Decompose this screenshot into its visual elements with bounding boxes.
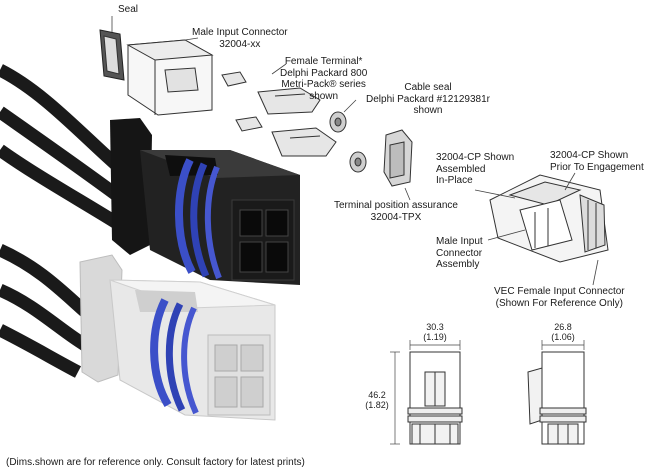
- female-terminal-1a: [221, 71, 247, 87]
- female-terminal-line-1: Female Terminal*: [284, 56, 363, 67]
- white-blue-seal-1: [150, 298, 172, 408]
- black-blue-seal-2: [190, 162, 210, 278]
- cp-prior-label: 32004-CP Shown Prior To Engagement: [550, 150, 644, 173]
- black-cavity-1: [239, 209, 263, 237]
- height-in: (1.82): [365, 400, 389, 410]
- footer-note: (Dims.shown are for reference only. Cons…: [6, 457, 305, 468]
- male-input-assembly-line-2: Connector: [436, 247, 483, 259]
- exploded-view: [99, 29, 413, 187]
- female-terminal-line-4: shown: [309, 90, 339, 102]
- tpa-label: Terminal position assurance 32004-TPX: [334, 200, 458, 223]
- cp-assembled-label: 32004-CP Shown Assembled In-Place: [436, 152, 514, 187]
- seal-label-text: Seal: [118, 4, 139, 15]
- male-input-connector-line-1: Male Input Connector: [192, 27, 288, 38]
- cp-assembled-line-2: Assembled: [436, 163, 486, 175]
- side-view-drawing: [527, 351, 587, 445]
- male-input-assembly-label: Male Input Connector Assembly: [436, 236, 483, 271]
- female-terminal-2b: [271, 127, 337, 157]
- female-terminal-line-2: Delphi Packard 800: [280, 67, 368, 79]
- white-blue-seal-2: [165, 302, 186, 412]
- black-blue-seal-3: [204, 165, 222, 280]
- female-terminal-line-3: Metri-Pack® series: [281, 79, 366, 90]
- white-connector-photo: [0, 244, 276, 421]
- black-cable-3: [0, 144, 124, 231]
- black-cavity-3: [239, 241, 263, 273]
- cable-seal-label: Cable seal Delphi Packard #12129381r sho…: [366, 82, 490, 117]
- black-connector-photo: [0, 64, 300, 285]
- tpa-line-2: 32004-TPX: [370, 211, 422, 223]
- height-dimension: 46.2 (1.82): [362, 390, 392, 410]
- male-input-connector-line-2: 32004-xx: [219, 38, 261, 50]
- cp-prior-line-1: 32004-CP Shown: [550, 150, 629, 161]
- leader-lines-cp: [474, 172, 599, 286]
- white-blue-seal-3: [181, 306, 199, 415]
- height-mm: 46.2: [368, 390, 386, 400]
- cp-assembled-line-1: 32004-CP Shown: [436, 152, 515, 163]
- front-width-dimension: 30.3 (1.19): [420, 322, 450, 342]
- white-cable-3: [0, 324, 82, 378]
- cp-assembly-drawing: [489, 174, 609, 263]
- male-input-connector-label: Male Input Connector 32004-xx: [192, 27, 288, 50]
- leader-lines-exploded: [111, 16, 411, 201]
- front-width-mm: 30.3: [426, 322, 444, 332]
- white-cavity-1: [214, 344, 238, 372]
- male-input-assembly-line-1: Male Input: [436, 236, 483, 247]
- front-width-in: (1.19): [423, 332, 447, 342]
- white-cavity-2: [240, 344, 264, 372]
- white-cable-2: [0, 284, 89, 351]
- black-cavity-2: [265, 209, 289, 237]
- cable-seal-line-3: shown: [413, 105, 443, 116]
- white-cavity-4: [240, 376, 264, 408]
- cp-assembled-line-3: In-Place: [436, 175, 473, 186]
- vec-female-line-1: VEC Female Input Connector: [494, 286, 625, 297]
- side-width-in: (1.06): [551, 332, 575, 342]
- black-cavity-4: [265, 241, 289, 273]
- male-input-assembly-line-3: Assembly: [436, 259, 480, 270]
- cable-seal-line-2: Delphi Packard #12129381r: [366, 93, 490, 105]
- front-view-drawing: [407, 351, 463, 445]
- side-width-dimension: 26.8 (1.06): [548, 322, 578, 342]
- vec-female-label: VEC Female Input Connector (Shown For Re…: [494, 286, 625, 309]
- female-terminal-2a: [235, 116, 263, 132]
- cable-seal-line-1: Cable seal: [404, 82, 452, 93]
- tpa-line-1: Terminal position assurance: [334, 200, 458, 211]
- white-cavity-3: [214, 376, 238, 408]
- side-width-mm: 26.8: [554, 322, 572, 332]
- female-terminal-label: Female Terminal* Delphi Packard 800 Metr…: [280, 56, 367, 102]
- black-blue-seal-1: [175, 158, 196, 274]
- cp-prior-line-2: Prior To Engagement: [550, 161, 644, 173]
- dimension-lines: [390, 340, 585, 445]
- seal-label: Seal: [118, 4, 138, 16]
- vec-female-line-2: (Shown For Reference Only): [495, 297, 623, 309]
